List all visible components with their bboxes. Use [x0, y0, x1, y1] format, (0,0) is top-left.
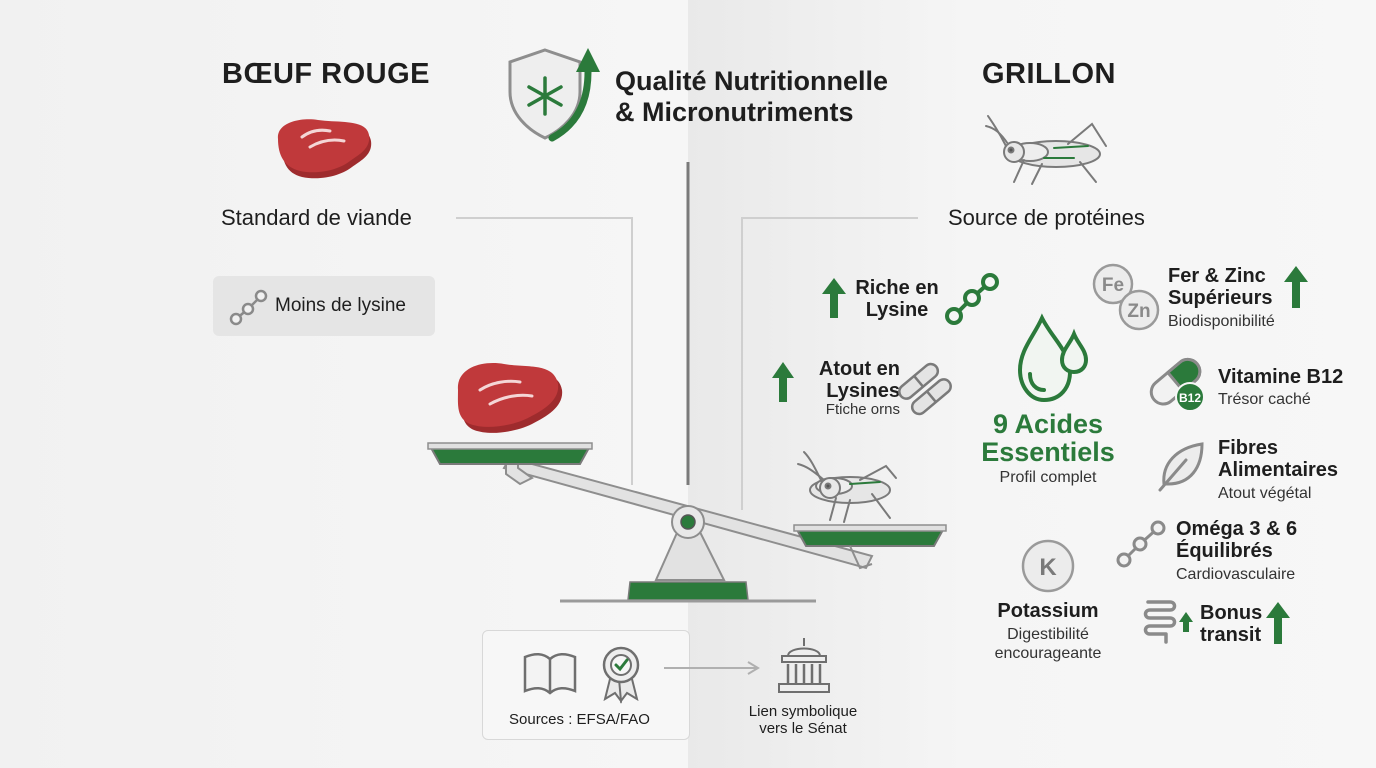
- lysine-rich-line1: Riche en: [855, 277, 939, 299]
- potassium-symbol: K: [1039, 554, 1057, 581]
- transit-title2: transit: [1200, 624, 1262, 646]
- fibres-label: Fibres Alimentaires Atout végétal: [1218, 437, 1338, 503]
- arrow-up-icon: [1266, 602, 1290, 644]
- transit-title1: Bonus: [1200, 602, 1263, 624]
- arrow-up-icon: [772, 362, 794, 402]
- amino-line2: Essentiels: [981, 437, 1115, 467]
- beef-subtitle: Standard de viande: [221, 205, 412, 230]
- iron-zinc-sub: Biodisponibilité: [1168, 313, 1275, 330]
- lysine-rich-line2: Lysine: [865, 299, 929, 321]
- arrow-up-icon: [822, 278, 846, 318]
- lysine-asset-line1: Atout en: [818, 358, 900, 380]
- steak-icon: [277, 119, 372, 179]
- senate-line2: vers le Sénat: [759, 720, 847, 737]
- cricket-title: GRILLON: [982, 58, 1116, 90]
- senate-line1: Lien symbolique: [748, 703, 858, 720]
- header-title: Qualité Nutritionnelle & Micronutriments: [615, 66, 888, 128]
- lysine-asset-line3: Ftiche orns: [825, 401, 900, 418]
- beef-title: BŒUF ROUGE: [222, 58, 430, 90]
- molecule-icon: [229, 289, 268, 326]
- lysine-rich-label: Riche en Lysine: [848, 277, 946, 321]
- transit-label: Bonus transit: [1200, 602, 1262, 646]
- potassium-sub2: encourageante: [994, 645, 1102, 662]
- fibres-title2: Alimentaires: [1218, 459, 1339, 481]
- iron-zinc-icon: Fe Zn: [1092, 263, 1160, 331]
- iron-zinc-label: Fer & Zinc Supérieurs Biodisponibilité: [1168, 265, 1275, 331]
- certified-badge-icon: [602, 646, 640, 704]
- book-icon: [523, 653, 577, 695]
- cricket-icon: [985, 115, 1107, 185]
- iron-zinc-title1: Fer & Zinc: [1168, 265, 1266, 287]
- shield-health-icon: [508, 48, 600, 142]
- fe-symbol: Fe: [1102, 275, 1124, 296]
- sources-label: Sources : EFSA/FAO: [509, 711, 650, 728]
- lysine-pill: Moins de lysine: [213, 276, 435, 336]
- omega-title1: Oméga 3 & 6: [1176, 518, 1298, 540]
- amino-sub: Profil complet: [999, 469, 1097, 486]
- header-line2: & Micronutriments: [615, 97, 854, 127]
- sources-box: Sources : EFSA/FAO: [482, 630, 690, 740]
- b12-title: Vitamine B12: [1218, 366, 1344, 388]
- lysine-asset-line2: Lysines: [826, 380, 900, 402]
- zn-symbol: Zn: [1127, 301, 1150, 322]
- intestine-icon: [1143, 600, 1193, 644]
- fibres-title1: Fibres: [1218, 437, 1279, 459]
- potassium-sub1: Digestibilité: [1007, 626, 1089, 643]
- amino-line1: 9 Acides: [992, 409, 1104, 439]
- omega-sub: Cardiovasculaire: [1176, 566, 1296, 583]
- potassium-label: Potassium Digestibilité encourageante: [978, 600, 1118, 663]
- omega-label: Oméga 3 & 6 Équilibrés Cardiovasculaire: [1176, 518, 1297, 584]
- cricket-on-pan: [797, 451, 897, 523]
- capsules-icon: [898, 362, 952, 416]
- b12-badge: B12: [1179, 391, 1201, 405]
- omega-title2: Équilibrés: [1176, 540, 1273, 562]
- potassium-title: Potassium: [997, 600, 1099, 622]
- header-line1: Qualité Nutritionnelle: [615, 66, 889, 96]
- lysine-pill-label: Moins de lysine: [275, 295, 406, 316]
- iron-zinc-title2: Supérieurs: [1168, 287, 1273, 309]
- amino-title: 9 Acides Essentiels: [968, 410, 1128, 466]
- molecule-green-icon: [945, 273, 999, 325]
- senate-label: Lien symbolique vers le Sénat: [732, 703, 874, 737]
- scale-fulcrum: [654, 505, 726, 581]
- molecule-gray-icon: [1116, 520, 1166, 568]
- balance-scale: [427, 363, 947, 603]
- potassium-icon: K: [1021, 539, 1075, 593]
- leaf-icon: [1158, 442, 1204, 492]
- senate-building-icon: [778, 638, 830, 693]
- lysine-asset-label: Atout en Lysines Ftiche orns: [800, 358, 900, 418]
- cricket-subtitle: Source de protéines: [948, 205, 1145, 230]
- arrow-right-icon: [664, 661, 760, 675]
- steak-on-pan: [457, 363, 563, 433]
- pill-b12-icon: B12: [1149, 357, 1205, 412]
- arrow-up-icon: [1284, 266, 1308, 308]
- b12-sub: Trésor caché: [1218, 391, 1311, 408]
- fibres-sub: Atout végétal: [1218, 485, 1312, 502]
- b12-label: Vitamine B12 Trésor caché: [1218, 366, 1343, 409]
- drops-icon: [1017, 313, 1089, 403]
